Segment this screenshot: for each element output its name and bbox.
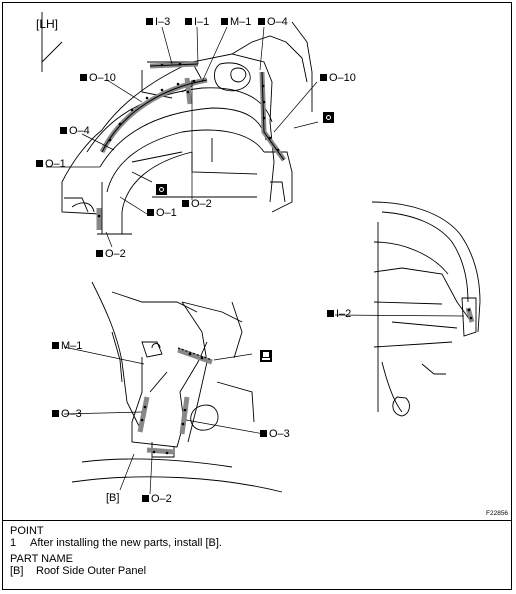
paint-symbol-icon	[323, 112, 334, 123]
part-item: [B] Roof Side Outer Panel	[10, 565, 505, 577]
callout-m1-bottom: M–1	[61, 340, 83, 352]
callout-o2-bottom-left: O–2	[105, 248, 126, 260]
point-number: 1	[10, 537, 17, 549]
point-heading: POINT	[10, 525, 44, 537]
callout-o4-left: O–4	[69, 125, 90, 137]
callout-i2-right: I–2	[336, 308, 352, 320]
callout-o3-left: O–3	[61, 408, 82, 420]
figure-frame	[2, 2, 512, 590]
callout-o10-left: O–10	[89, 72, 116, 84]
callout-o10-right: O–10	[329, 72, 356, 84]
paint-symbol-icon	[156, 184, 167, 195]
callout-m1-top: M–1	[230, 16, 252, 28]
callout-o4-top: O–4	[267, 16, 288, 28]
callout-i1: I–1	[194, 16, 210, 28]
partname-heading: PART NAME	[10, 553, 73, 565]
callout-i3: I–3	[155, 16, 171, 28]
callout-o1-mid: O–1	[156, 207, 177, 219]
point-item: 1 After installing the new parts, instal…	[10, 537, 505, 549]
notes-section: POINT 1 After installing the new parts, …	[10, 525, 505, 577]
callout-b-label: [B]	[106, 492, 120, 504]
section-divider	[2, 520, 512, 521]
repair-illustration: [LH] I–3 I–1 M–1 O–4 O–10 O–10 O–4 O–1 O…	[2, 2, 512, 522]
part-name: Roof Side Outer Panel	[36, 565, 147, 577]
callout-o1-left: O–1	[45, 158, 66, 170]
figure-code: F22856	[486, 510, 509, 517]
callout-o3-right: O–3	[269, 428, 290, 440]
callout-o2-bottom: O–2	[151, 493, 172, 505]
side-label: [LH]	[36, 17, 59, 31]
line-drawing	[36, 12, 481, 502]
callout-o2-top: O–2	[191, 198, 212, 210]
part-code: [B]	[10, 565, 24, 577]
point-text: After installing the new parts, install …	[30, 537, 222, 549]
sealer-symbol-icon	[260, 350, 272, 362]
